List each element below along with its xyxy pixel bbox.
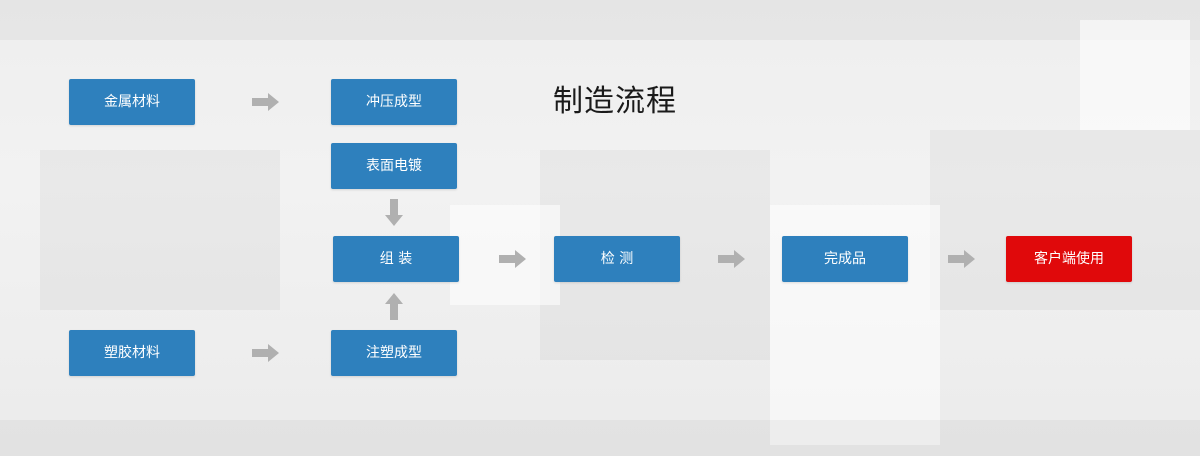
arrow-up-icon <box>385 293 403 320</box>
inspection-box: 检 测 <box>554 236 680 282</box>
page-title: 制造流程 <box>553 84 677 119</box>
injection-molding-box: 注塑成型 <box>331 330 457 376</box>
arrow-right-icon <box>252 344 279 362</box>
electroplating-box: 表面电镀 <box>331 143 457 189</box>
customer-use-box: 客户端使用 <box>1006 236 1132 282</box>
stamping-box: 冲压成型 <box>331 79 457 125</box>
finished-product-box: 完成品 <box>782 236 908 282</box>
arrow-right-icon <box>252 93 279 111</box>
assembly-box: 组 装 <box>333 236 459 282</box>
arrow-right-icon <box>948 250 975 268</box>
arrow-down-icon <box>385 199 403 226</box>
plastic-material-box: 塑胶材料 <box>69 330 195 376</box>
arrow-right-icon <box>718 250 745 268</box>
arrow-right-icon <box>499 250 526 268</box>
metal-material-box: 金属材料 <box>69 79 195 125</box>
